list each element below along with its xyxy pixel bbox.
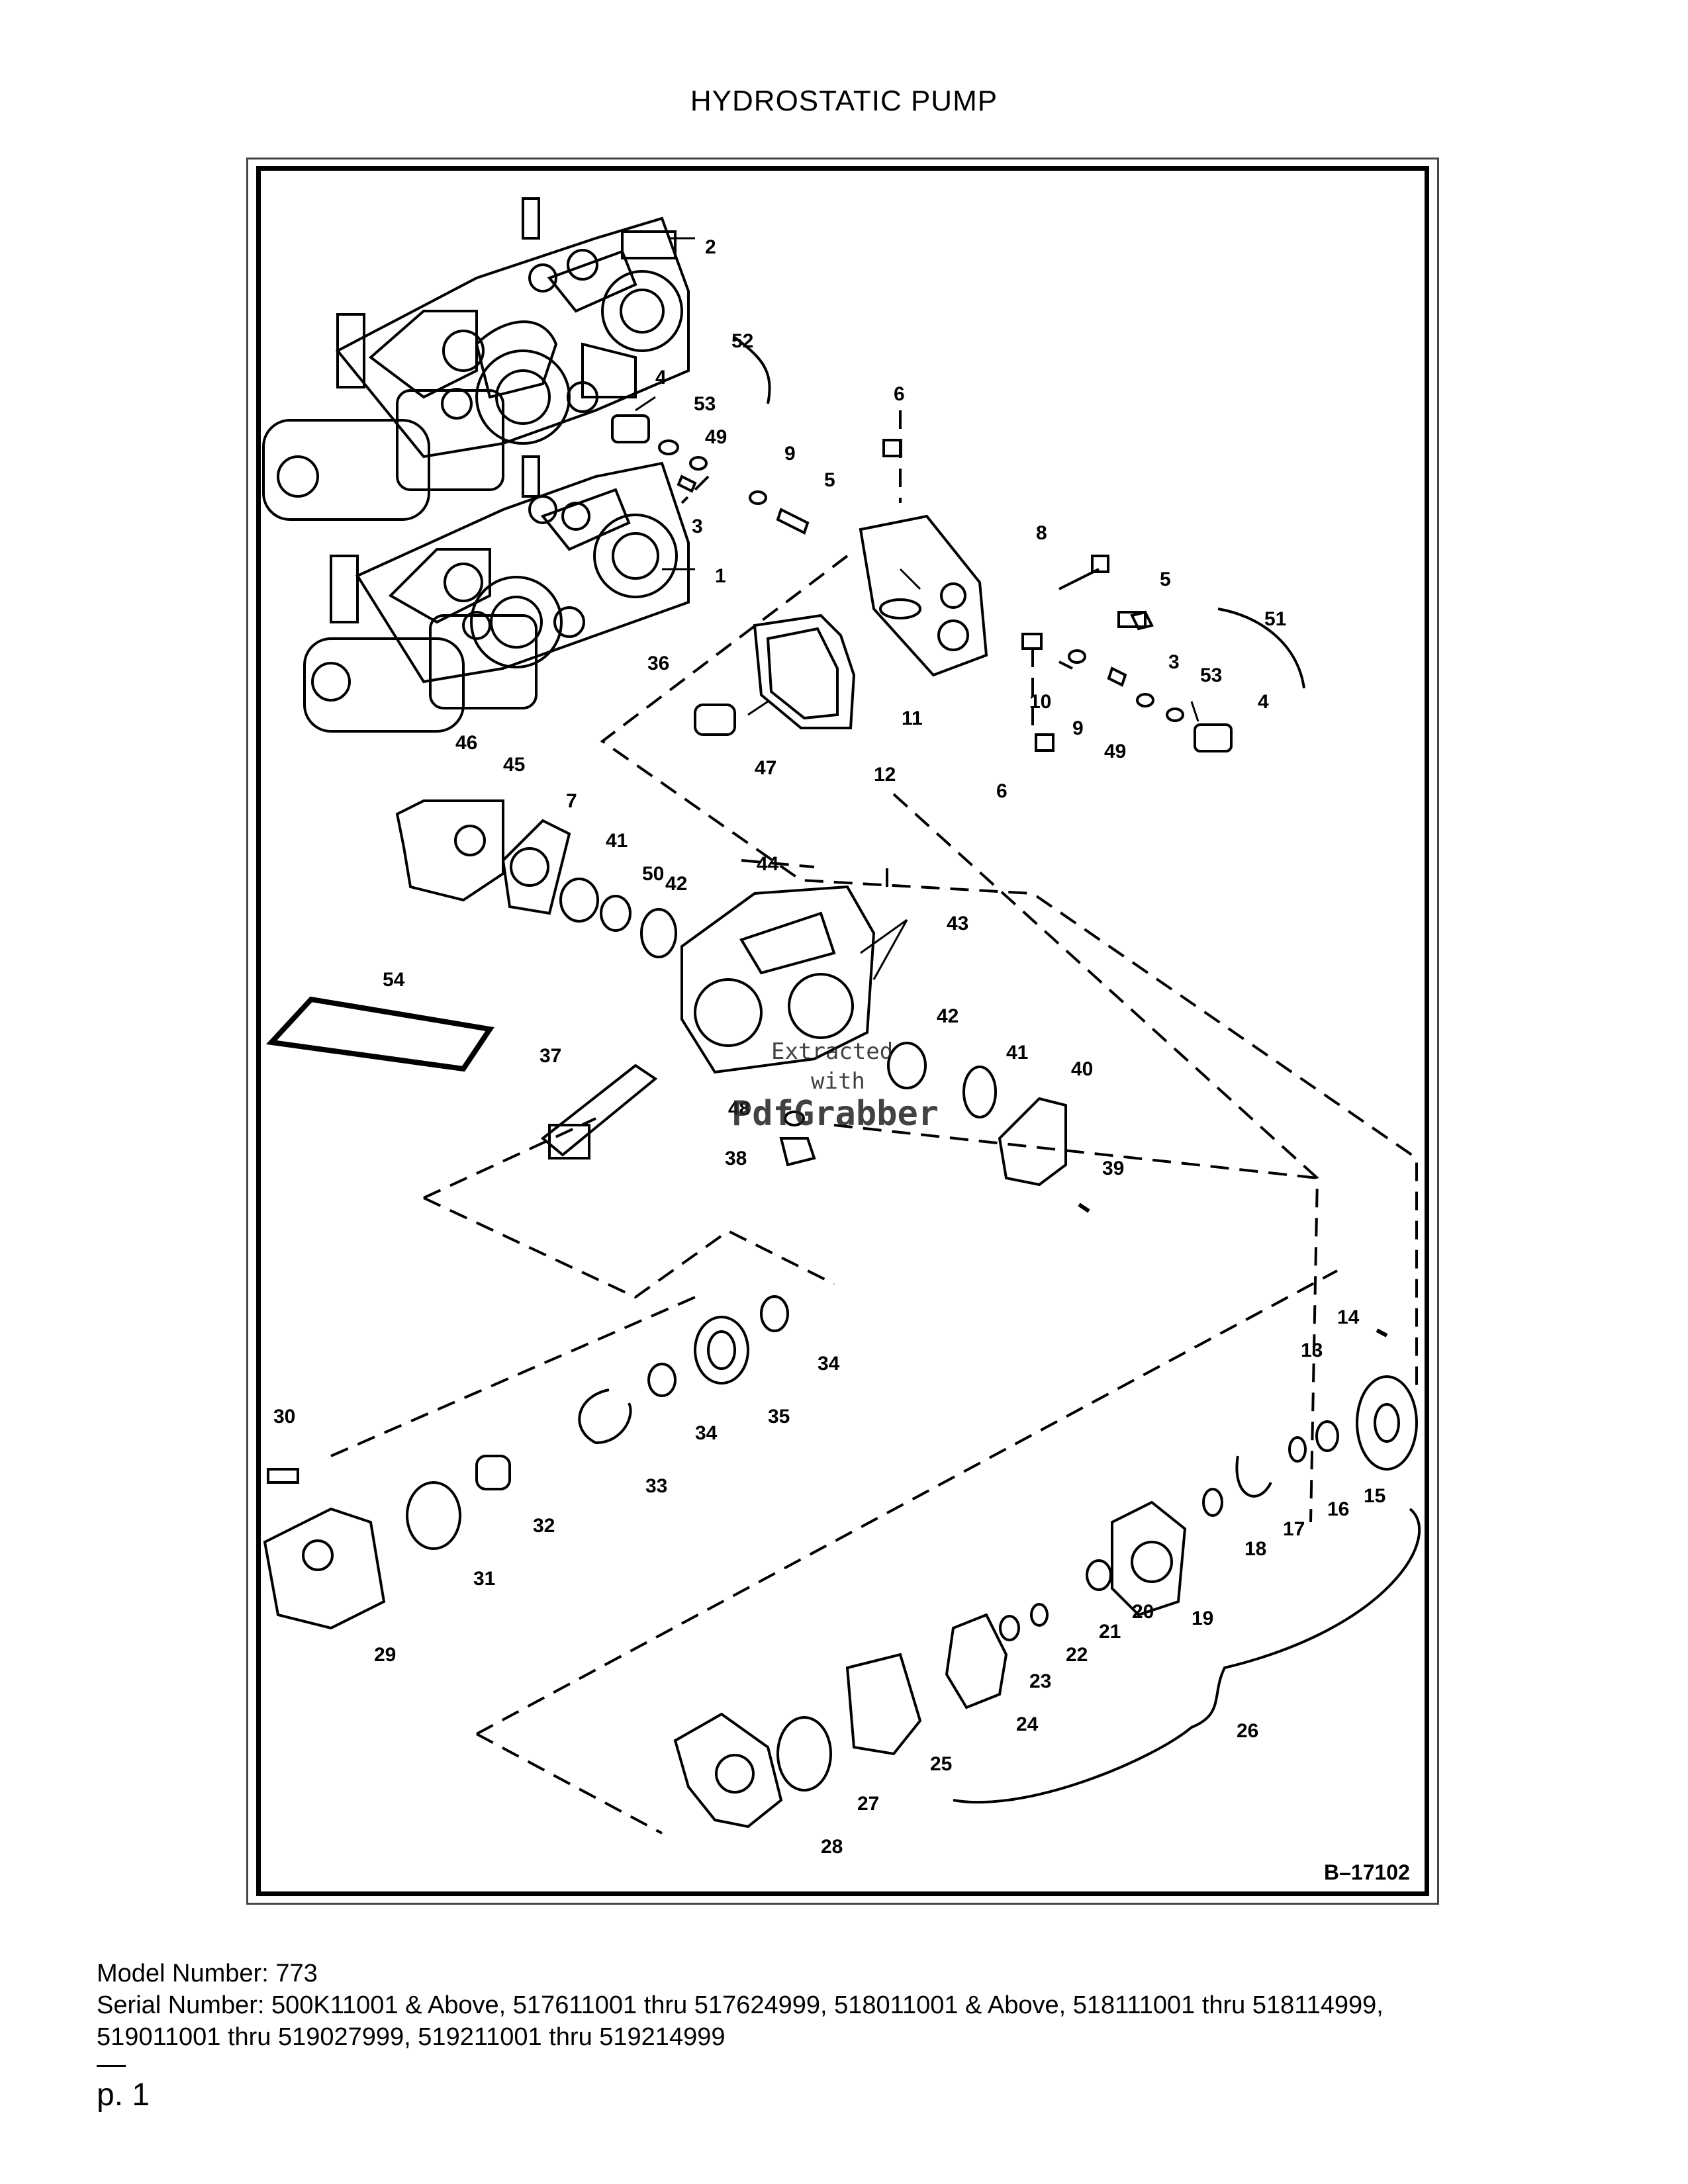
lower-parts [263,1295,1421,1829]
part-label: 49 [1104,741,1126,762]
part-label: 35 [768,1406,790,1428]
part-label: 14 [1337,1306,1360,1328]
part-label: 49 [705,426,727,448]
part-label: 53 [1200,664,1222,686]
part-label: 43 [947,913,968,934]
figure-reference: B–17102 [1324,1860,1410,1884]
pump-assembly-top [262,197,690,521]
part-label: 42 [937,1005,959,1027]
part-label: 9 [784,443,796,465]
diagram-frame [246,158,1439,1905]
part-label: 21 [1099,1621,1121,1643]
part-label: 44 [757,853,779,875]
part-label: 23 [1029,1670,1051,1692]
housing-section [265,799,1090,1213]
part-label: 40 [1071,1058,1093,1080]
part-label: 50 [642,863,664,885]
part-label: 1 [715,565,726,587]
part-label: 17 [1283,1518,1305,1540]
part-label: 32 [533,1515,555,1537]
page-title: HYDROSTATIC PUMP [690,85,998,117]
part-label: 4 [1258,691,1269,713]
part-label: 5 [824,469,835,491]
part-label: 11 [902,707,923,729]
part-label: 25 [930,1753,952,1775]
part-label: 39 [1102,1158,1124,1179]
model-serial-info: Model Number: 773 Serial Number: 500K110… [97,1958,1619,2053]
part-label: 18 [1244,1538,1266,1560]
part-label: 9 [1072,717,1084,739]
part-label: 20 [1132,1601,1154,1623]
part-label: 19 [1192,1608,1213,1629]
part-label: 29 [374,1644,396,1666]
part-label: 13 [1301,1340,1323,1361]
svg-text:Extracted: Extracted [771,1038,893,1065]
part-label: 16 [1327,1498,1349,1520]
model-number: Model Number: 773 [97,1960,318,1987]
part-label: 28 [821,1836,843,1858]
part-label: 47 [755,757,776,779]
pump-assembly-bottom [303,455,690,733]
part-label: 3 [1168,651,1180,673]
part-label: 37 [539,1045,561,1067]
pdfgrabber-watermark: Extracted with PdfGrabber [731,1038,939,1134]
part-labels: 2 1 3 3 4 4 5 5 6 6 7 8 9 9 10 11 12 13 … [273,236,1385,1858]
part-label: 36 [647,653,669,674]
diagram-frame-inner [256,166,1429,1896]
part-label: 34 [695,1422,718,1444]
part-label: 10 [1029,691,1051,713]
part-label: 6 [894,383,905,405]
part-label: 53 [694,393,716,415]
part-label: 6 [996,780,1008,802]
page-number-rule [97,2065,126,2067]
part-label: 48 [728,1098,750,1120]
part-label: 3 [692,516,703,537]
svg-text:PdfGrabber: PdfGrabber [731,1094,939,1134]
part-label: 5 [1160,569,1171,590]
fittings-top [611,336,1305,752]
part-label: 31 [473,1568,495,1590]
svg-text:with: with [811,1068,865,1095]
part-label: 30 [273,1406,295,1428]
page-number: p. 1 [97,2077,150,2113]
part-label: 4 [655,367,667,388]
part-label: 52 [731,330,753,352]
serial-numbers-line2: 519011001 thru 519027999, 519211001 thru… [97,2023,726,2051]
part-label: 12 [874,764,896,786]
part-label: 26 [1237,1720,1258,1742]
part-label: 27 [857,1793,879,1815]
part-label: 22 [1066,1644,1088,1666]
part-label: 51 [1264,608,1286,630]
part-label: 8 [1036,522,1047,544]
part-label: 34 [818,1353,840,1375]
part-label: 41 [1006,1042,1028,1064]
serial-numbers-line1: Serial Number: 500K11001 & Above, 517611… [97,1991,1383,2019]
part-label: 46 [455,732,477,754]
part-label: 7 [566,790,577,812]
part-label: 38 [725,1148,747,1169]
part-label: 24 [1016,1713,1039,1735]
part-label: 42 [665,873,687,895]
part-label: 41 [606,830,628,852]
part-label: 33 [645,1475,667,1497]
part-label: 45 [503,754,525,776]
part-label: 15 [1364,1485,1385,1507]
part-label: 2 [705,236,716,258]
part-label: 54 [383,969,405,991]
